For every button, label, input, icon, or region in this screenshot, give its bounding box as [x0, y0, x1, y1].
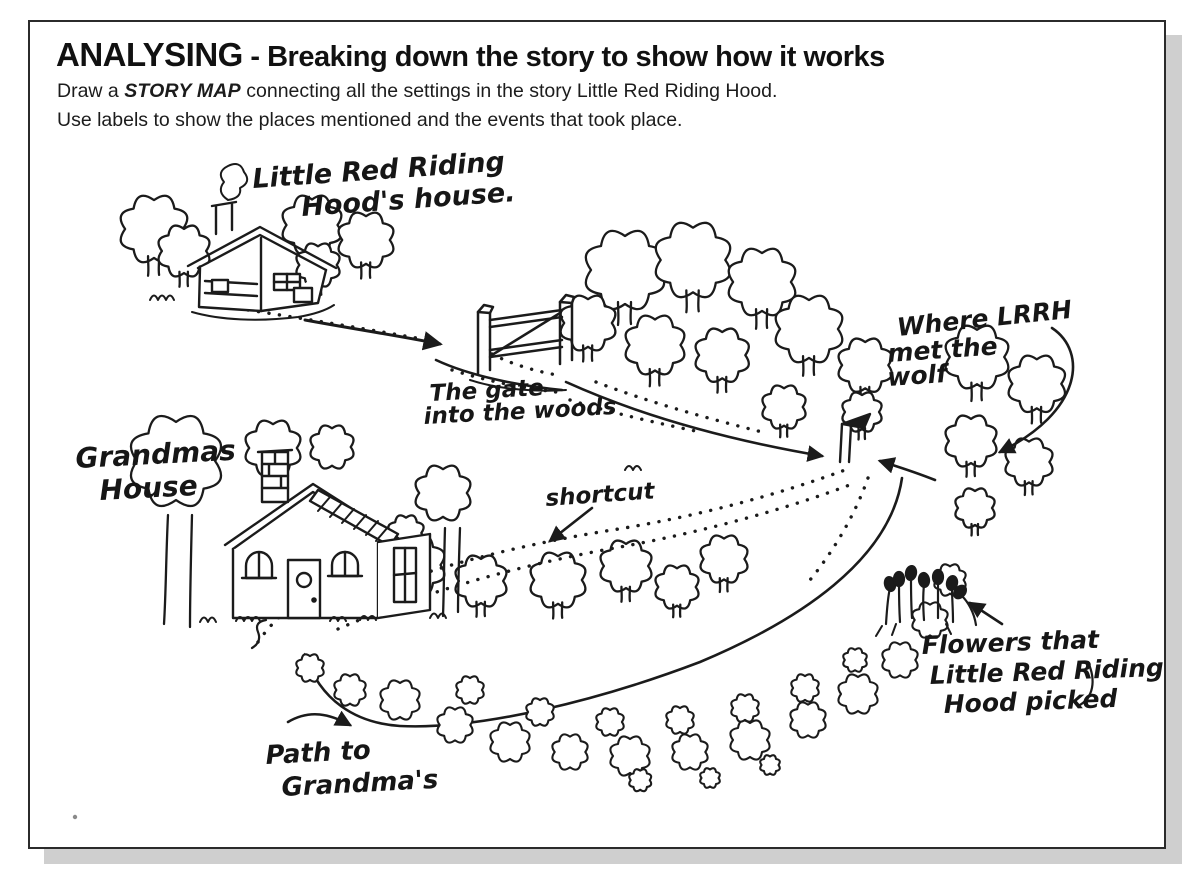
page-title: ANALYSING - Breaking down the story to s… [56, 36, 1116, 74]
arrow-flowers-label [967, 601, 1004, 626]
page-title-rest: - Breaking down the story to show how it… [242, 41, 885, 73]
label-shortcut: shortcut [545, 478, 657, 512]
label-grandma-2: House [99, 469, 199, 507]
label-flowers-1: Flowers that [921, 625, 1100, 660]
worksheet-header: ANALYSING - Breaking down the story to s… [56, 36, 1116, 132]
arrow-house-to-gate [303, 318, 443, 351]
label-gate-1: The gate [429, 375, 544, 407]
instruction-line-1: Draw a STORY MAP connecting all the sett… [57, 80, 1116, 103]
arrow-from-right [877, 457, 937, 482]
forest-trees [121, 196, 1065, 629]
page-title-main: ANALYSING [56, 36, 243, 73]
paths-and-arrows [250, 318, 1094, 728]
grandma-house [223, 448, 432, 622]
gate-into-woods [469, 293, 576, 392]
arrow-shortcut [548, 506, 594, 543]
instruction-line-2: Use labels to show the places mentioned … [57, 109, 683, 131]
long-path-loop [301, 476, 904, 728]
label-path-2: Grandma's [281, 765, 439, 803]
label-path-1: Path to [265, 736, 372, 771]
arrow-wolf-label [997, 326, 1075, 454]
flower-patch [875, 564, 978, 637]
main-path [564, 380, 825, 462]
stray-dot [72, 814, 78, 820]
little-red-riding-hood-house [186, 163, 338, 321]
label-wolf-3: wolf [886, 359, 951, 392]
instruction-post: connecting all the settings in the story… [240, 80, 778, 102]
chimney-smoke [219, 163, 249, 201]
instruction-pre: Draw a [57, 80, 125, 102]
meeting-signpost [838, 412, 872, 464]
instruction-story-map: STORY MAP [124, 80, 241, 102]
arrow-path-label [286, 710, 353, 727]
label-flowers-3: Hood picked [943, 684, 1119, 719]
